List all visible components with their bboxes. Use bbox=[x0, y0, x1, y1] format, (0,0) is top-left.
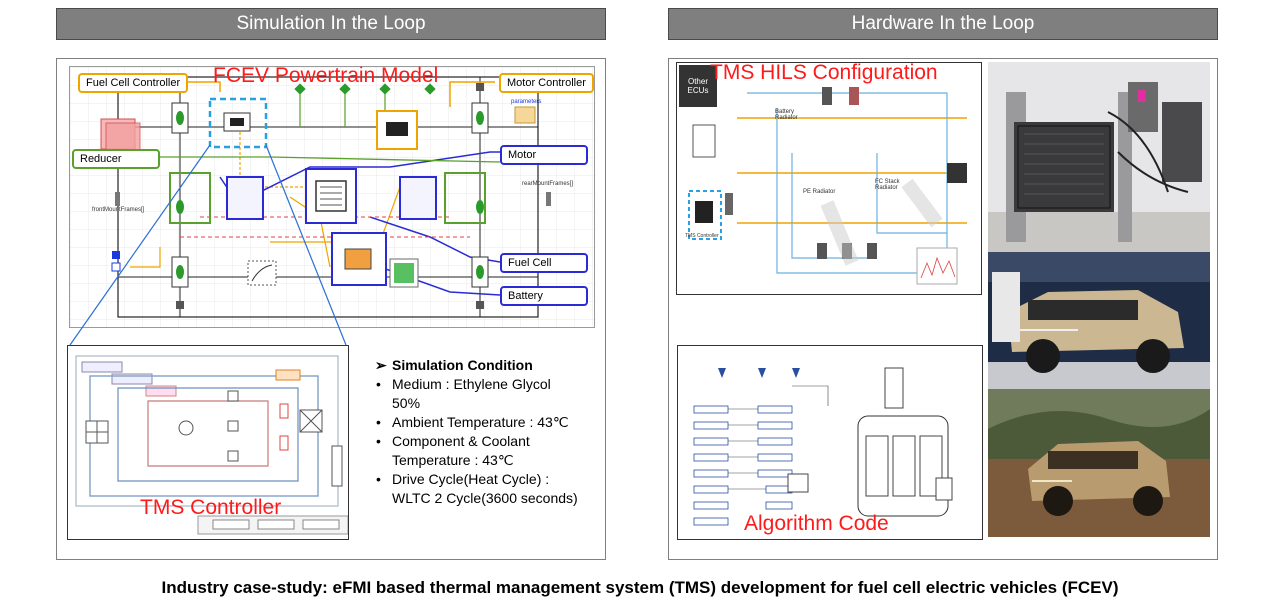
hils-config-title: TMS HILS Configuration bbox=[710, 62, 938, 84]
sil-header: Simulation In the Loop bbox=[56, 8, 606, 40]
figure-caption: Industry case-study: eFMI based thermal … bbox=[161, 578, 1119, 597]
condition-text: Component & Coolant bbox=[392, 433, 530, 449]
hils-configuration-diagram: TMS HILS Configuration Other ECUs TMS Co… bbox=[676, 62, 982, 295]
condition-item: Component & Coolant Temperature : 43℃ bbox=[374, 432, 604, 470]
powertrain-model-diagram: FCEV Powertrain Model Fuel Cell Controll… bbox=[69, 64, 595, 328]
fuel-cell-controller-label: Fuel Cell Controller bbox=[78, 73, 189, 93]
simulation-condition-heading-text: Simulation Condition bbox=[392, 357, 533, 373]
showroom-image bbox=[988, 252, 1210, 389]
battery-label: Battery bbox=[500, 286, 588, 306]
simulation-condition-heading: ➢ Simulation Condition bbox=[374, 356, 604, 375]
rear-mount-frames-label: rearMountFrames[] bbox=[522, 181, 574, 187]
powertrain-wiring bbox=[70, 67, 594, 327]
sil-header-label: Simulation In the Loop bbox=[236, 13, 426, 34]
other-ecus-label: Other ECUs bbox=[687, 77, 709, 95]
condition-text: Drive Cycle(Heat Cycle) : bbox=[392, 471, 550, 487]
fuel-cell-label: Fuel Cell bbox=[500, 253, 588, 273]
fcev-vehicle-outdoor-photo bbox=[988, 389, 1210, 537]
battery-radiator-label: Battery Radiator bbox=[775, 109, 798, 121]
reducer-label: Reducer bbox=[72, 149, 160, 169]
condition-list: Medium : Ethylene Glycol 50% Ambient Tem… bbox=[374, 375, 604, 508]
condition-item: Medium : Ethylene Glycol 50% bbox=[374, 375, 604, 413]
simulation-conditions: ➢ Simulation Condition Medium : Ethylene… bbox=[374, 356, 604, 508]
motor-controller-label: Motor Controller bbox=[499, 73, 594, 93]
tms-circuit bbox=[75, 355, 348, 535]
fc-stack-radiator-label: FC Stack Radiator bbox=[875, 179, 900, 191]
motor-label: Motor bbox=[500, 145, 588, 165]
hils-rig-image bbox=[988, 62, 1210, 252]
parameters-label: parameters bbox=[511, 99, 542, 105]
condition-text: Ambient Temperature : 43℃ bbox=[392, 414, 569, 430]
tms-controller-diagram: TMS Controller bbox=[67, 345, 349, 540]
pe-radiator-label: PE Radiator bbox=[803, 189, 836, 195]
algorithm-blocks bbox=[693, 367, 953, 526]
condition-text: Temperature : 43℃ bbox=[392, 452, 514, 468]
tms-controller-small-label: TMS Controller bbox=[685, 233, 719, 239]
condition-text: WLTC 2 Cycle(3600 seconds) bbox=[392, 490, 578, 506]
hil-header-label: Hardware In the Loop bbox=[851, 13, 1035, 34]
hil-header: Hardware In the Loop bbox=[668, 8, 1218, 40]
hils-rig-photo bbox=[988, 62, 1210, 252]
outdoor-image bbox=[988, 389, 1210, 537]
arrow-bullet-icon: ➢ bbox=[375, 357, 387, 373]
condition-item: Drive Cycle(Heat Cycle) : WLTC 2 Cycle(3… bbox=[374, 470, 604, 508]
fcev-vehicle-showroom-photo bbox=[988, 252, 1210, 389]
condition-text: 50% bbox=[392, 395, 421, 411]
condition-text: Medium : Ethylene Glycol bbox=[392, 376, 551, 392]
powertrain-model-title: FCEV Powertrain Model bbox=[213, 64, 439, 87]
hils-schematic bbox=[679, 65, 967, 285]
tms-controller-title: TMS Controller bbox=[140, 496, 282, 519]
algorithm-code-diagram: Algorithm Code bbox=[677, 345, 983, 540]
condition-item: Ambient Temperature : 43℃ bbox=[374, 413, 604, 432]
front-mount-frames-label: frontMountFrames[] bbox=[92, 207, 145, 213]
algorithm-code-title: Algorithm Code bbox=[744, 512, 889, 535]
